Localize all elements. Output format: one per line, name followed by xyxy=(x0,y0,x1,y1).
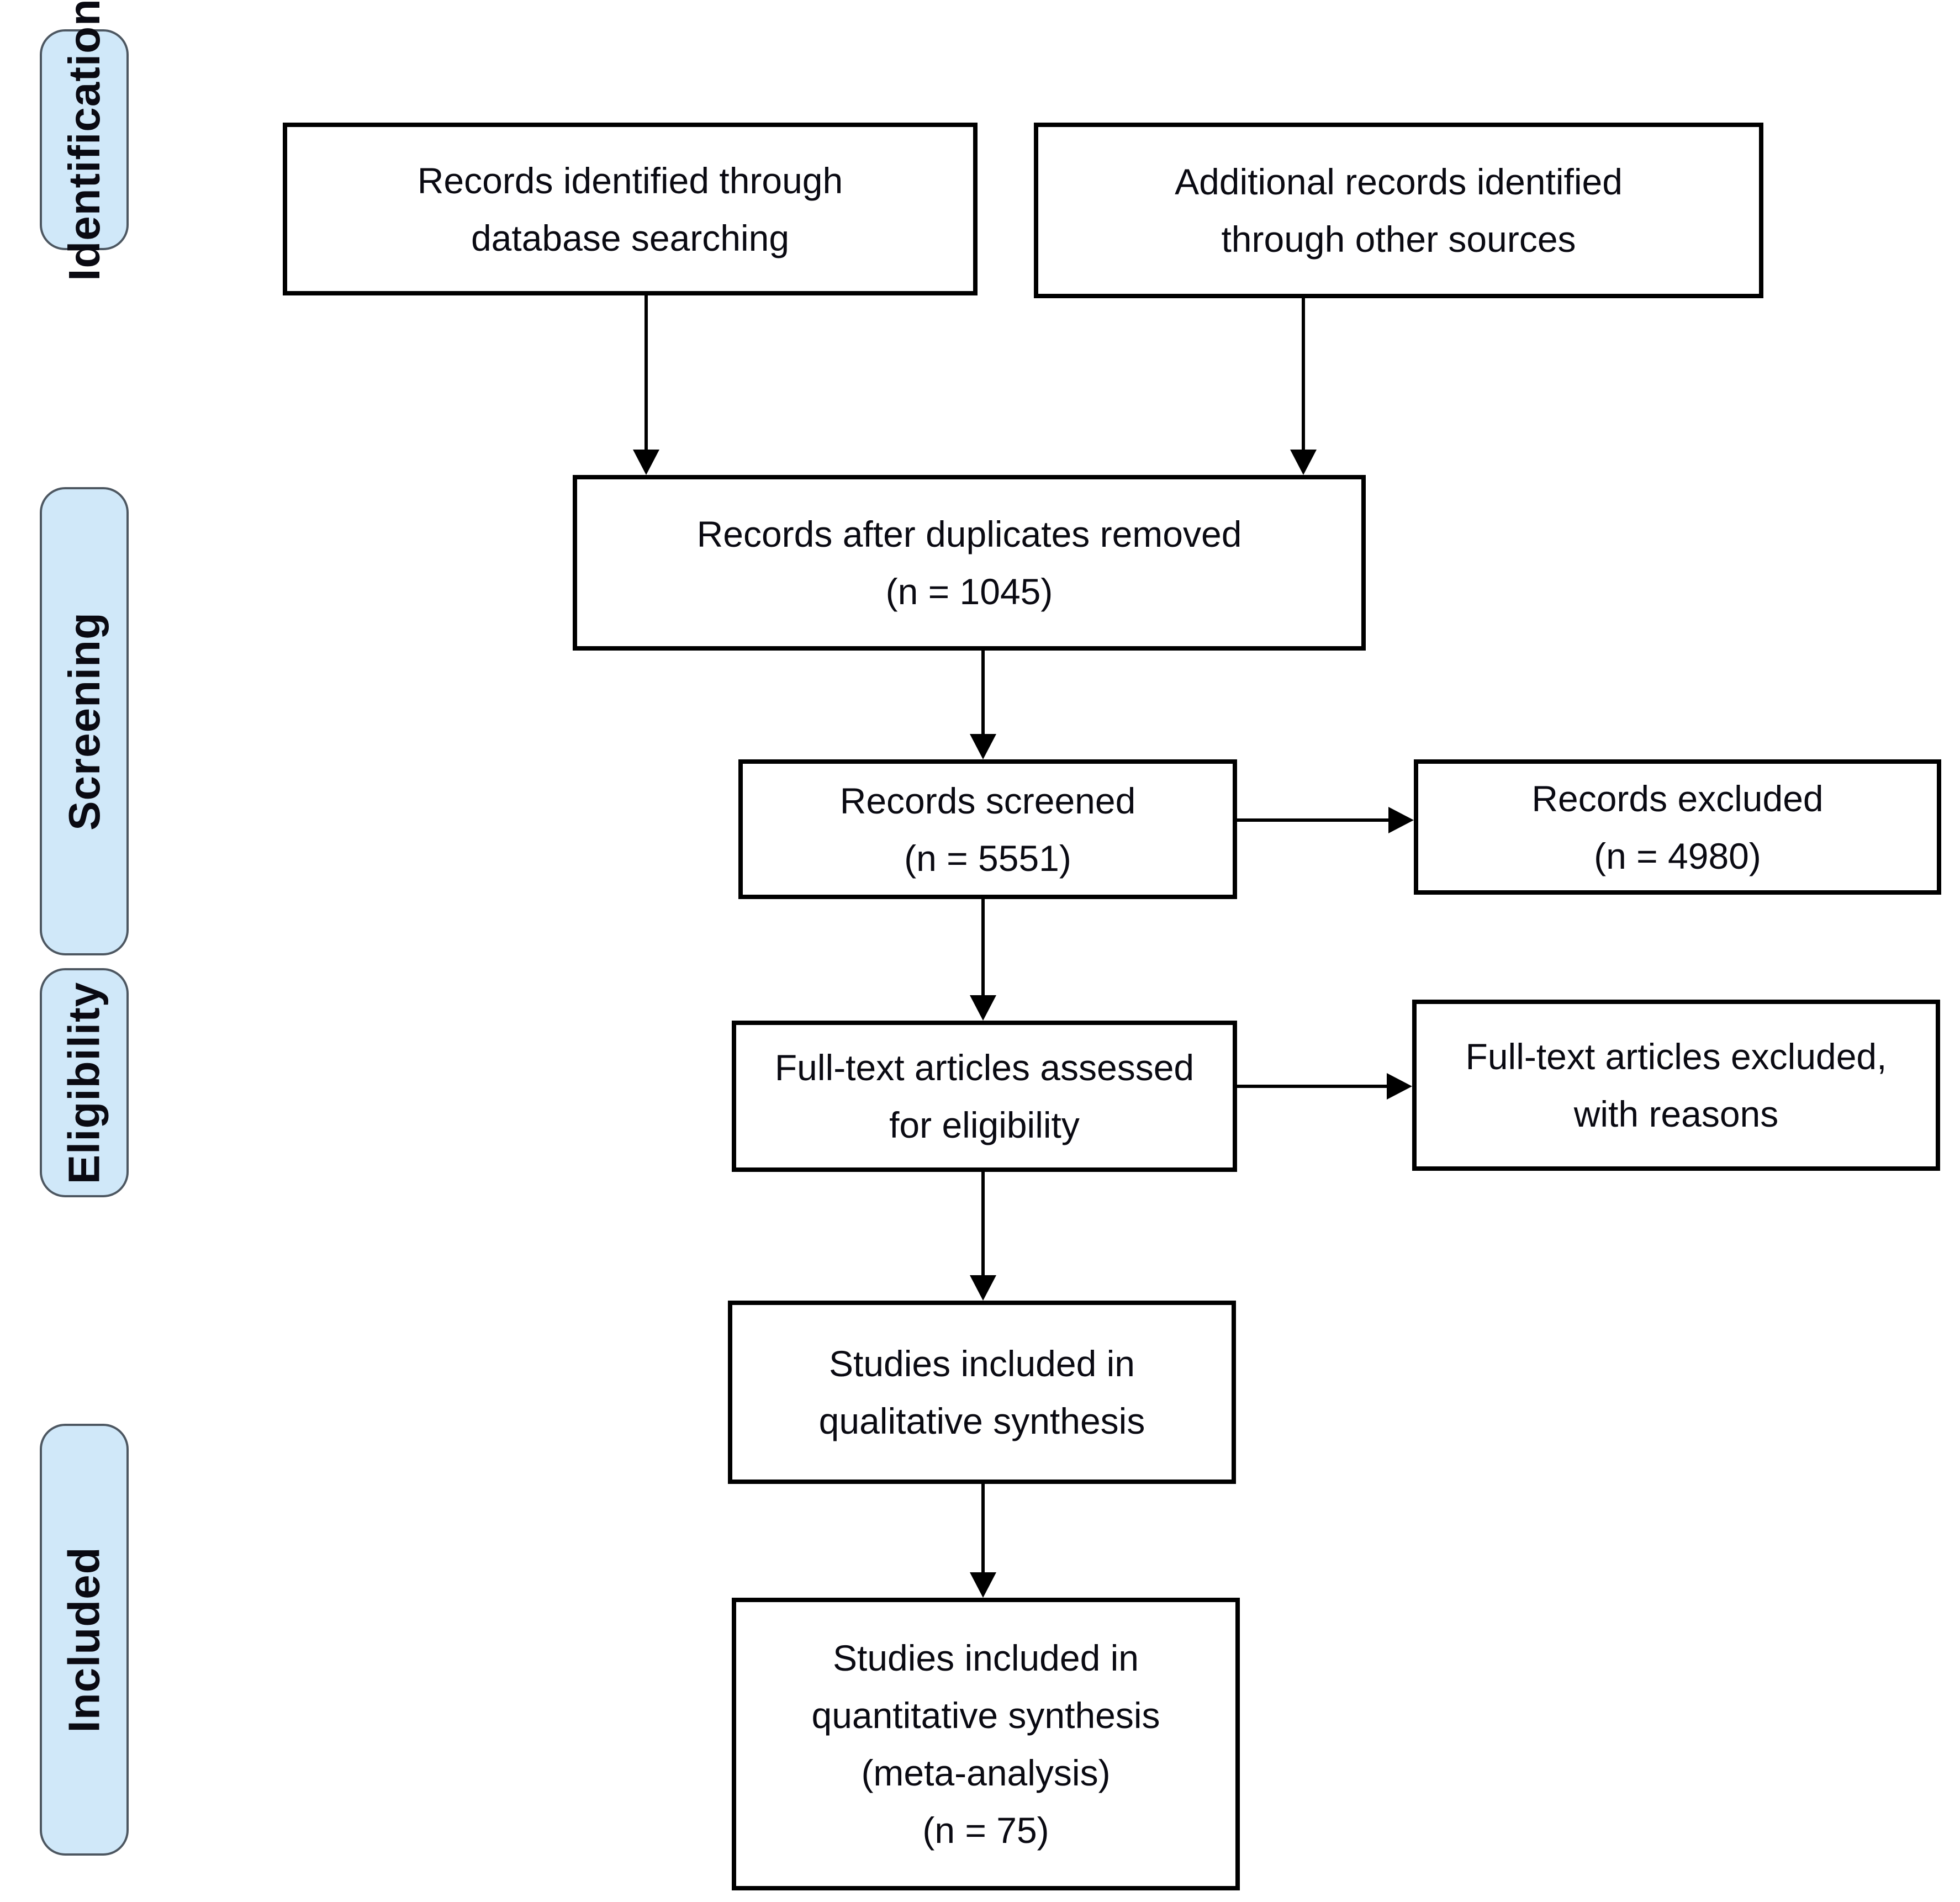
arrow-screened-to-assessed-head xyxy=(970,995,996,1021)
stage-eligibility: Eligibility xyxy=(40,968,129,1197)
arrow-additional-to-duplicates-head xyxy=(1290,450,1317,475)
node-quantitative-synthesis-line: (meta-analysis) xyxy=(861,1752,1111,1793)
stage-identification-label: Identification xyxy=(59,0,109,281)
node-additional-records-line: through other sources xyxy=(1221,219,1576,260)
node-quantitative-synthesis-line: Studies included in xyxy=(832,1637,1139,1678)
node-records-screened-line: Records screened xyxy=(839,780,1136,821)
stage-eligibility-label: Eligibility xyxy=(59,981,109,1184)
node-additional-records-line: Additional records identified xyxy=(1175,161,1623,202)
node-fulltext-excluded: Full-text articles excluded, with reason… xyxy=(1412,1000,1940,1171)
arrow-duplicates-to-screened-line xyxy=(981,651,985,735)
node-quantitative-synthesis-line: quantitative synthesis xyxy=(811,1695,1160,1736)
node-quantitative-synthesis: Studies included in quantitative synthes… xyxy=(732,1598,1240,1890)
node-records-excluded-line: Records excluded xyxy=(1531,778,1824,819)
node-duplicates-removed: Records after duplicates removed (n = 10… xyxy=(573,475,1366,651)
node-additional-records: Additional records identified through ot… xyxy=(1034,123,1763,298)
arrow-duplicates-to-screened-head xyxy=(970,734,996,759)
node-quantitative-synthesis-line: (n = 75) xyxy=(922,1810,1049,1851)
node-duplicates-removed-line: Records after duplicates removed xyxy=(696,514,1242,554)
stage-screening-label: Screening xyxy=(59,612,109,831)
arrow-assessed-to-ftexcluded-line xyxy=(1237,1085,1388,1088)
node-fulltext-assessed-line: for eligibility xyxy=(889,1105,1080,1145)
node-records-excluded-line: (n = 4980) xyxy=(1594,835,1761,876)
arrow-additional-to-duplicates-line xyxy=(1302,298,1305,451)
node-records-identified: Records identified through database sear… xyxy=(283,123,978,295)
stage-identification: Identification xyxy=(40,0,129,281)
node-records-screened-line: (n = 5551) xyxy=(904,837,1071,879)
arrow-assessed-to-qualitative-line xyxy=(981,1172,985,1276)
node-fulltext-assessed: Full-text articles assessed for eligibil… xyxy=(732,1021,1237,1172)
stage-screening: Screening xyxy=(40,487,129,955)
arrow-screened-to-excluded-line xyxy=(1237,818,1390,822)
node-records-identified-line: Records identified through xyxy=(417,160,843,201)
arrow-assessed-to-qualitative-head xyxy=(970,1275,996,1301)
arrow-screened-to-assessed-line xyxy=(981,899,985,996)
node-records-identified-line: database searching xyxy=(471,217,790,258)
node-fulltext-excluded-line: with reasons xyxy=(1573,1093,1779,1134)
node-fulltext-excluded-line: Full-text articles excluded, xyxy=(1465,1036,1887,1077)
node-fulltext-assessed-line: Full-text articles assessed xyxy=(774,1047,1195,1088)
node-qualitative-synthesis-line: qualitative synthesis xyxy=(818,1401,1145,1441)
node-duplicates-removed-line: (n = 1045) xyxy=(885,571,1053,612)
node-qualitative-synthesis: Studies included in qualitative synthesi… xyxy=(728,1301,1236,1484)
stage-included: Included xyxy=(40,1424,129,1856)
arrow-identified-to-duplicates-head xyxy=(633,450,659,475)
arrow-qualitative-to-quantitative-line xyxy=(981,1484,985,1573)
node-records-excluded: Records excluded (n = 4980) xyxy=(1414,759,1941,895)
arrow-identified-to-duplicates-line xyxy=(644,295,648,451)
arrow-screened-to-excluded-head xyxy=(1388,807,1414,833)
arrow-assessed-to-ftexcluded-head xyxy=(1387,1073,1412,1100)
node-qualitative-synthesis-line: Studies included in xyxy=(828,1343,1135,1384)
node-records-screened: Records screened (n = 5551) xyxy=(738,759,1237,899)
arrow-qualitative-to-quantitative-head xyxy=(970,1572,996,1598)
stage-included-label: Included xyxy=(59,1546,109,1733)
